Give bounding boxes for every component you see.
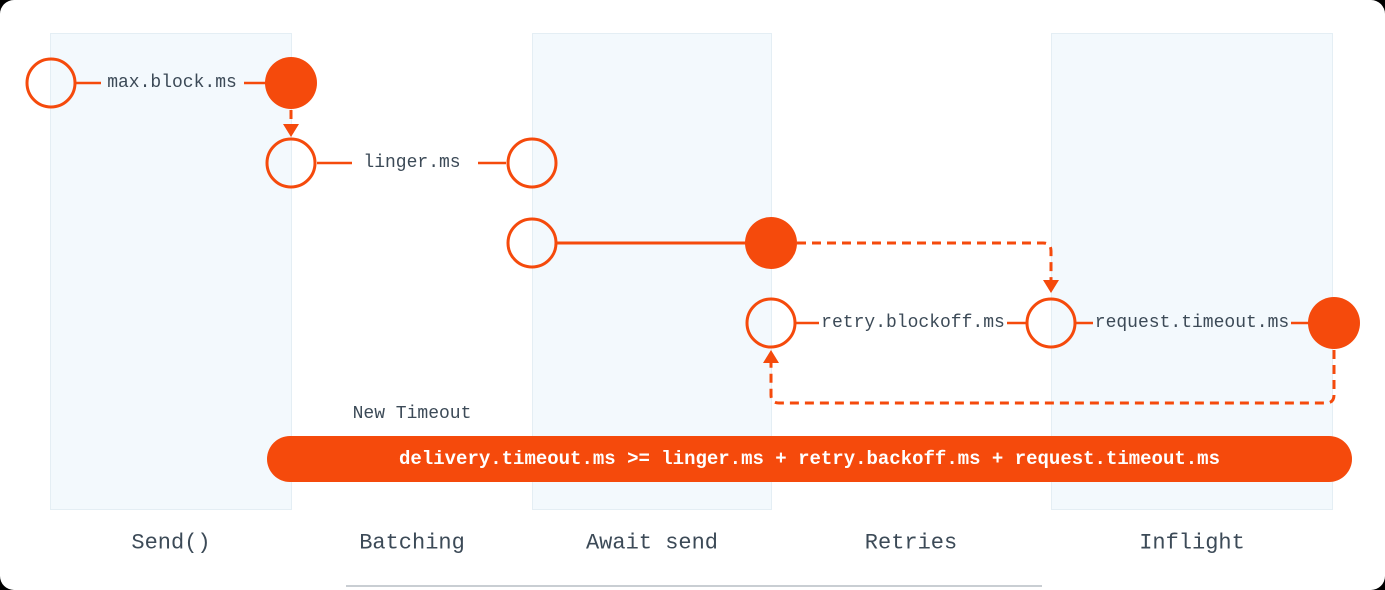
node-await-send-end-filled (745, 217, 797, 269)
column-label-await-send: Await send (585, 530, 719, 556)
node-linger-end (506, 137, 558, 189)
new-timeout-label: New Timeout (352, 404, 472, 424)
column-label-retries: Retries (864, 530, 958, 556)
panel-send (50, 33, 292, 510)
node-batching-start (265, 137, 317, 189)
label-retry-blockoff-ms: retry.blockoff.ms (821, 313, 1005, 333)
delivery-timeout-banner: delivery.timeout.ms >= linger.ms + retry… (267, 436, 1352, 482)
arrowhead-up-retry-icon (763, 350, 779, 363)
node-inflight-end-filled (1308, 297, 1360, 349)
node-send-end-filled (265, 57, 317, 109)
label-linger-ms: linger.ms (363, 153, 461, 173)
node-send-start (25, 57, 77, 109)
node-retry-target (745, 297, 797, 349)
dashed-arrow-awaitsend-to-request (797, 241, 1053, 280)
column-label-send: Send() (131, 530, 211, 556)
column-label-inflight: Inflight (1139, 530, 1245, 556)
node-await-send-start (506, 217, 558, 269)
label-request-timeout-ms: request.timeout.ms (1094, 313, 1290, 333)
arrowhead-down-batching-icon (283, 124, 299, 137)
panel-await-send (532, 33, 772, 510)
arrowhead-down-request-icon (1043, 280, 1059, 293)
node-request-start (1025, 297, 1077, 349)
panel-inflight (1051, 33, 1333, 510)
bottom-divider (346, 585, 1042, 587)
label-max-block-ms: max.block.ms (107, 73, 237, 93)
column-label-batching: Batching (359, 530, 465, 556)
dashed-arrow-inflight-to-retry (769, 350, 1336, 405)
banner-formula: delivery.timeout.ms >= linger.ms + retry… (399, 448, 1220, 470)
